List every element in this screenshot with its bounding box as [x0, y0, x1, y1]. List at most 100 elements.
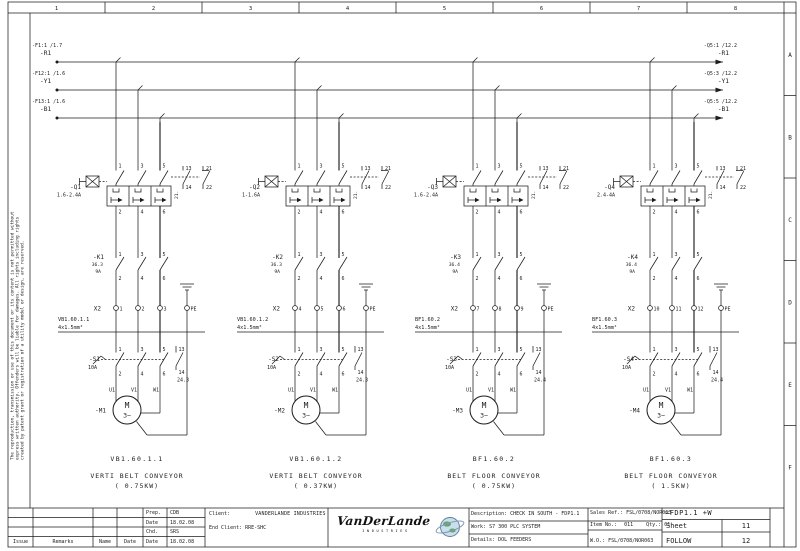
pe-terminal-circle [541, 305, 547, 311]
terminal-number: 5 [163, 164, 166, 170]
bus-tap [338, 113, 344, 119]
pe-terminal-circle [363, 305, 369, 311]
circuit-VB1.60.1.2: 1212412343453456566561314212221.-Q21-1.6… [237, 57, 391, 490]
terminal-number: 13 [186, 166, 192, 172]
contactor-tag: -K1 [93, 254, 104, 261]
terminal-number: 12 [698, 307, 704, 313]
bus-left-ref: -F13:1 /1.6 [32, 99, 65, 105]
breaker-box [463, 185, 529, 207]
isolator-tag: -S1 [89, 356, 100, 363]
client-label: Client: [209, 511, 231, 517]
item-label: Item No.: [590, 522, 618, 528]
end-client-value: RRE-SHC [245, 524, 267, 531]
bus-name: -R1 [40, 50, 51, 57]
cable-size: 4x1.5mm² [58, 325, 83, 331]
bus-arrow [715, 87, 723, 93]
terminal-number: 4 [675, 372, 678, 378]
terminal-number: 4 [320, 372, 323, 378]
motor-terminal: W1 [687, 388, 693, 394]
terminal-number: 2 [119, 372, 122, 378]
terminal-circle [292, 305, 298, 311]
pe-terminal-label: PE [191, 307, 197, 313]
aux-nc-contact [381, 170, 390, 185]
column-ruler-label: 5 [443, 6, 446, 12]
bus-Y1: -F12:1 /1.6-Y1-Q5:3 /12.2-Y1 [32, 71, 737, 93]
terminal-circle [647, 305, 653, 311]
bus-tap [472, 57, 478, 63]
terminal-number: 2 [476, 276, 479, 282]
wire [634, 355, 640, 360]
motor-letter: M [304, 401, 309, 410]
terminal-number: 1 [653, 164, 656, 170]
terminal-number: 5 [163, 347, 166, 353]
terminal-number: 5 [520, 252, 523, 258]
bus-left-ref: -F12:1 /1.6 [32, 71, 65, 77]
terminal-number: 5 [697, 164, 700, 170]
terminal-number: 6 [342, 372, 345, 378]
isolator-handle [271, 355, 281, 365]
client-value: VANDERLANDE INDUSTRIES [255, 511, 326, 517]
aux-no-contact [175, 352, 184, 367]
contactor-contact [693, 256, 703, 271]
terminal-number: 14 [720, 185, 726, 191]
aux-cross-ref: 24.3 [177, 378, 189, 384]
terminal-circle [336, 305, 342, 311]
magnetic-trip-arrow [297, 197, 302, 203]
breaker-tag: -Q4 [604, 184, 615, 191]
isolator-tag: -S3 [446, 356, 457, 363]
revision-date-header: Date [123, 539, 137, 545]
magnetic-trip-arrow [652, 197, 657, 203]
terminal-number: 3 [320, 347, 323, 353]
magnetic-trip-arrow [519, 197, 524, 203]
cable-name: VB1.60.1.2 [237, 317, 268, 323]
isolator-tag: -S4 [623, 356, 634, 363]
cable-size: 4x1.5mm² [237, 325, 262, 331]
magnetic-trip-arrow [319, 197, 324, 203]
terminal-number: 14 [543, 185, 549, 191]
terminal-number: 4 [141, 210, 144, 216]
breaker-contact [338, 170, 348, 185]
work-label: Work: [471, 524, 487, 530]
contactor-contact [338, 256, 348, 271]
consumer-code: VB1.60.1.2 [289, 455, 342, 463]
terminal-number: 2 [298, 210, 301, 216]
breaker-contact [649, 170, 659, 185]
bus-tap [693, 113, 699, 119]
pe-terminal-circle [184, 305, 190, 311]
terminal-number: 3 [675, 164, 678, 170]
bus-origin-dot [55, 60, 59, 64]
terminal-number: 5 [697, 347, 700, 353]
contactor-rating: 9A [452, 269, 458, 275]
contactor-contact [649, 256, 659, 271]
terminal-number: 3 [675, 252, 678, 258]
terminal-number: 1 [298, 347, 301, 353]
terminal-number: 21 [385, 166, 391, 172]
motor-letter: M [125, 401, 130, 410]
contactor-contact [115, 256, 125, 271]
wire [442, 175, 457, 188]
row-ruler-label: E [788, 382, 792, 389]
bus-B1: -F13:1 /1.6-B1-Q5:5 /12.2-B1 [32, 99, 737, 121]
pe-terminal-label: PE [548, 307, 554, 313]
terminal-number: 5 [321, 307, 324, 313]
bus-left-ref: -F1:1 /1.7 [32, 43, 62, 49]
isolator-rating: 10A [267, 365, 276, 371]
terminal-number: 6 [520, 210, 523, 216]
thermal-trip-icon [469, 188, 477, 193]
terminal-number: 3 [141, 164, 144, 170]
motor-terminal: W1 [153, 388, 159, 394]
terminal-number: 8 [499, 307, 502, 313]
drawing-border [7, 1, 797, 548]
disclaimer-text: created by patent grant or registration … [20, 241, 26, 460]
terminal-number: 14 [186, 185, 192, 191]
bus-tap [649, 57, 655, 63]
circuit-BF1.60.2: 1212712343483456569561314212221.-Q31.6-2… [414, 57, 569, 490]
magnetic-trip-arrow [696, 197, 701, 203]
terminal-circle [492, 305, 498, 311]
terminal-number: 22 [206, 185, 212, 191]
thermal-trip-icon [313, 188, 321, 193]
terminal-strip-tag: X2 [628, 306, 636, 313]
terminal-number: 2 [119, 276, 122, 282]
aux-cross-ref: 24.4 [534, 378, 546, 384]
bus-right-ref: -Q5:1 /12.2 [704, 43, 737, 49]
